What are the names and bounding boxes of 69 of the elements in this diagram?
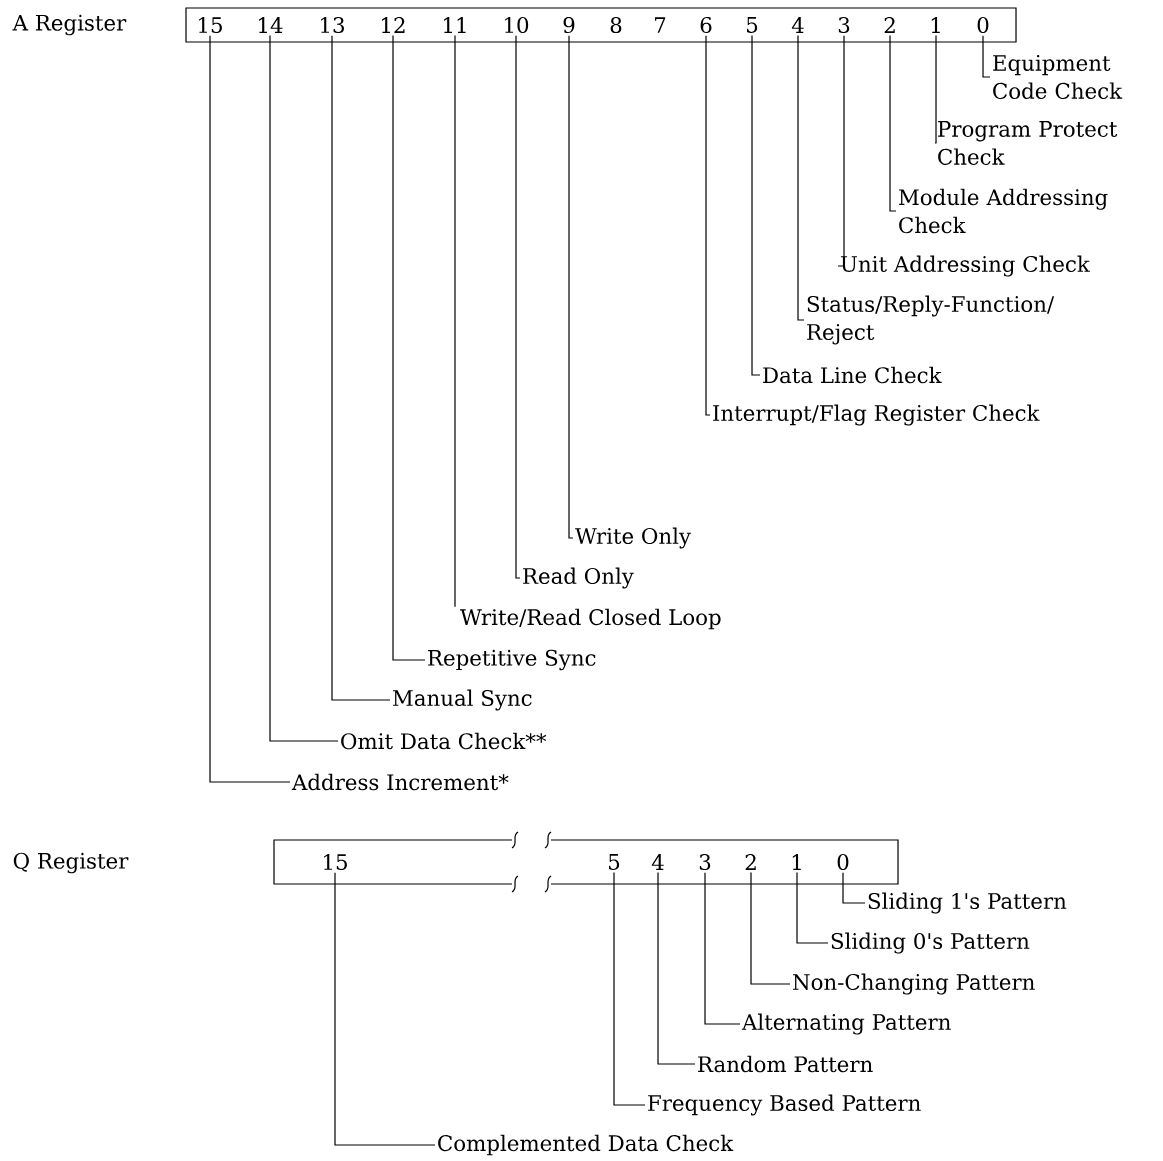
bit-description: Unit Addressing Check	[840, 255, 1090, 277]
register-box	[13, 831, 899, 893]
bit-number: 7	[655, 17, 666, 33]
bit-description: Frequency Based Pattern	[648, 1094, 921, 1116]
leader-line	[751, 34, 761, 376]
bit-description: Write Only	[575, 527, 691, 549]
bit-number: 6	[700, 16, 712, 34]
bit-number: 3	[699, 853, 711, 871]
bit-description: Data Line Check	[763, 366, 942, 384]
bit-description: Program Protect Check	[938, 121, 1118, 165]
register-name: Q Register	[13, 852, 129, 874]
bit-description: Write/Read Closed Loop	[460, 608, 721, 630]
bit-number: 12	[382, 17, 405, 33]
leader-line	[797, 34, 805, 321]
bit-description: Repetitive Sync	[428, 649, 596, 671]
bit-number: 5	[609, 854, 620, 870]
bit-description: Sliding 1's Pattern	[868, 892, 1067, 914]
bit-number: 2	[884, 17, 895, 33]
bit-description: Sliding 0's Pattern	[831, 932, 1030, 954]
bit-number: 3	[838, 16, 850, 34]
bit-description: Equipment Code Check	[993, 55, 1123, 99]
bit-number: 9	[563, 16, 575, 34]
bit-number: 13	[321, 16, 344, 34]
register-box	[12, 7, 1017, 43]
leader-line	[334, 872, 436, 1146]
bit-number: 4	[791, 17, 804, 33]
bit-number: 5	[747, 17, 758, 33]
bit-description: Alternating Pattern	[741, 1013, 951, 1035]
bit-number: 2	[745, 854, 756, 870]
leader-line	[269, 34, 339, 742]
leader-line	[934, 34, 937, 144]
bit-number: 8	[610, 16, 622, 34]
bit-number: 1	[792, 854, 801, 870]
bit-description: Non-Changing Pattern	[793, 973, 1035, 995]
leader-line	[392, 34, 426, 661]
bit-description: Read Only	[523, 567, 634, 589]
bit-number: 0	[977, 16, 989, 34]
bit-description: Omit Data Check**	[341, 732, 547, 750]
bit-number: 1	[931, 17, 940, 33]
register-name: A Register	[12, 14, 127, 36]
leader-line	[515, 35, 521, 579]
bit-description: Status/Reply-Function/ Reject	[807, 295, 1055, 345]
leader-line	[613, 871, 646, 1106]
leader-line	[842, 872, 866, 904]
leader-line	[796, 871, 829, 944]
bit-number: 15	[199, 16, 222, 34]
bit-description: Module Addressing Check	[899, 188, 1108, 234]
bit-number: 10	[505, 16, 529, 34]
bit-number: 0	[837, 853, 849, 871]
leader-line	[889, 34, 897, 212]
leader-line	[209, 35, 291, 783]
leader-line	[454, 34, 456, 608]
leader-line	[331, 35, 391, 701]
bit-description: Interrupt/Flag Register Check	[713, 404, 1040, 426]
leader-line	[837, 35, 845, 267]
bit-description: Manual Sync	[393, 689, 532, 711]
leader-line	[657, 871, 696, 1065]
leader-line	[568, 35, 574, 539]
bit-description: Complemented Data Check	[438, 1134, 734, 1156]
leader-line	[705, 35, 711, 416]
bit-number: 15	[324, 853, 347, 871]
bit-number: 4	[651, 854, 664, 870]
bit-number: 11	[444, 17, 466, 33]
leader-line	[982, 35, 991, 78]
leader-line	[704, 872, 741, 1025]
leader-line	[750, 871, 791, 985]
bit-description: Address Increment*	[291, 773, 509, 791]
bit-number: 14	[259, 17, 283, 33]
bit-description: Random Pattern	[698, 1055, 873, 1073]
